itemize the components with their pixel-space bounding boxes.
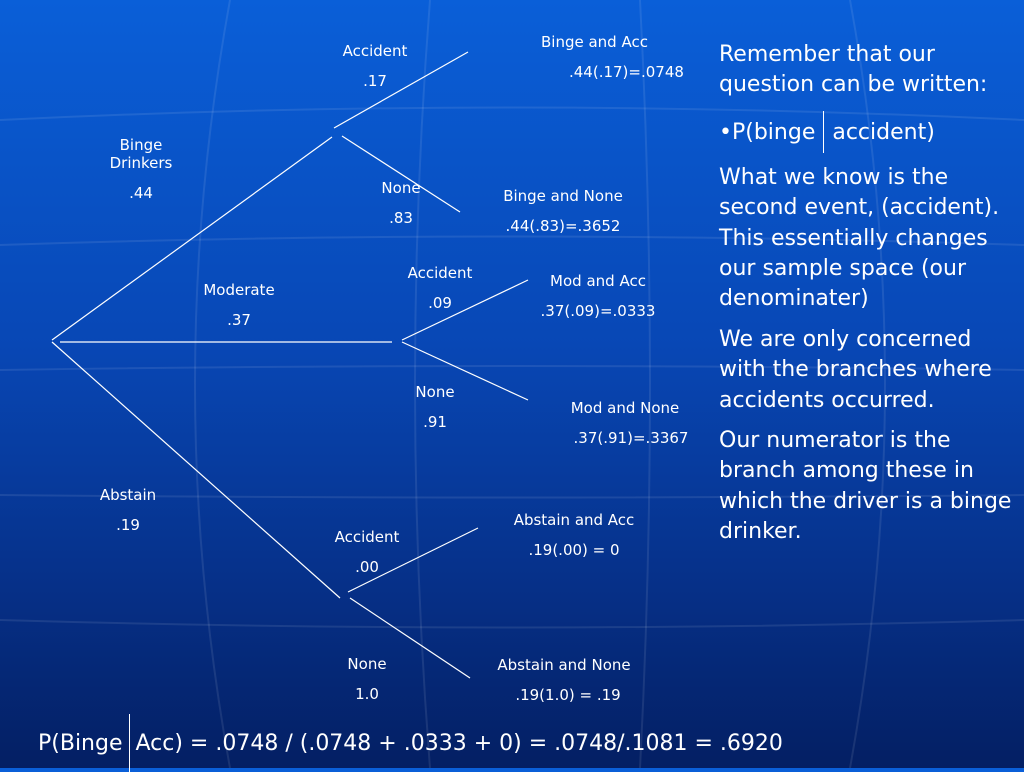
bayes-formula: P(Binge Acc) = .0748 / (.0748 + .0333 + 0… xyxy=(38,714,783,772)
mod-none-label: None .91 xyxy=(415,383,454,431)
binge-prob: .44 xyxy=(129,184,153,202)
bullet: • xyxy=(719,119,732,145)
branch-binge xyxy=(51,136,333,341)
outcome-binge-acc: Binge and Acc .44(.17)=.0748 xyxy=(541,33,684,81)
abstain-prob: .19 xyxy=(116,516,140,534)
branch-binge-none xyxy=(341,135,461,213)
explanation-p1: Remember that our question can be writte… xyxy=(719,42,988,98)
branch-abstain xyxy=(51,341,341,599)
abstain-accident-label: Accident .00 xyxy=(335,528,400,576)
branch-mod-none xyxy=(401,341,529,401)
binge-none-name: None xyxy=(381,179,421,197)
branch-abstain-accident xyxy=(347,527,479,593)
abstain-none-prob: 1.0 xyxy=(355,685,379,703)
branch-abstain-none xyxy=(349,597,471,679)
binge-drinkers-label: Binge Drinkers .44 xyxy=(110,136,173,202)
outcome-label: Binge and None xyxy=(503,187,623,205)
explanation-p4: We are only concerned with the branches … xyxy=(719,326,992,413)
outcome-label: Abstain and Acc xyxy=(513,511,635,529)
explanation-p3: What we know is the second event, (accid… xyxy=(719,164,1000,312)
mod-none-name: None xyxy=(415,383,455,401)
abstain-label: Abstain .19 xyxy=(100,486,156,534)
conditional-left: P(binge xyxy=(731,119,816,145)
binge-accident-label: Accident .17 xyxy=(343,42,408,90)
outcome-label: Binge and Acc xyxy=(541,33,648,51)
explanation-p2: •P(binge accident) xyxy=(719,110,1014,153)
formula-left: P(Binge xyxy=(38,731,123,756)
moderate-label: Moderate .37 xyxy=(203,281,274,329)
outcome-label: Mod and Acc xyxy=(550,272,646,290)
outcome-calc: .19(1.0) = .19 xyxy=(515,686,621,704)
binge-accident-name: Accident xyxy=(342,42,408,60)
binge-none-prob: .83 xyxy=(389,209,413,227)
branch-binge-accident xyxy=(333,51,469,129)
abstain-none-label: None 1.0 xyxy=(347,655,386,703)
outcome-label: Mod and None xyxy=(570,399,680,417)
binge-name-line2: Drinkers xyxy=(109,154,173,172)
explanation-p5: Our numerator is the branch among these … xyxy=(719,428,1012,545)
mod-accident-label: Accident .09 xyxy=(408,264,473,312)
moderate-prob: .37 xyxy=(227,311,251,329)
abstain-none-name: None xyxy=(347,655,387,673)
mod-none-prob: .91 xyxy=(423,413,447,431)
outcome-binge-none: Binge and None .44(.83)=.3652 xyxy=(503,187,623,235)
moderate-name: Moderate xyxy=(203,281,275,299)
binge-none-label: None .83 xyxy=(381,179,420,227)
given-bar xyxy=(128,714,130,772)
mod-accident-name: Accident xyxy=(407,264,473,282)
abstain-accident-prob: .00 xyxy=(355,558,379,576)
outcome-abstain-acc: Abstain and Acc .19(.00) = 0 xyxy=(514,511,635,559)
conditional-right: accident) xyxy=(832,119,935,145)
binge-accident-prob: .17 xyxy=(363,72,387,90)
formula-right: Acc) = .0748 / (.0748 + .0333 + 0) = .07… xyxy=(135,731,783,756)
outcome-mod-acc: Mod and Acc .37(.09)=.0333 xyxy=(541,272,656,320)
outcome-calc: .44(.83)=.3652 xyxy=(505,217,621,235)
binge-name-line1: Binge xyxy=(119,136,163,154)
outcome-calc: .19(.00) = 0 xyxy=(528,541,620,559)
abstain-accident-name: Accident xyxy=(334,528,400,546)
outcome-calc: .44(.17)=.0748 xyxy=(569,63,684,81)
outcome-label: Abstain and None xyxy=(497,656,631,674)
outcome-abstain-none: Abstain and None .19(1.0) = .19 xyxy=(497,656,630,704)
outcome-calc: .37(.91)=.3367 xyxy=(573,429,689,447)
explanation-panel: Remember that our question can be writte… xyxy=(719,40,1014,558)
branch-mod-accident xyxy=(401,279,529,341)
given-bar xyxy=(823,110,825,153)
outcome-calc: .37(.09)=.0333 xyxy=(540,302,656,320)
mod-accident-prob: .09 xyxy=(428,294,452,312)
outcome-mod-none: Mod and None .37(.91)=.3367 xyxy=(562,399,689,447)
abstain-name: Abstain xyxy=(99,486,157,504)
